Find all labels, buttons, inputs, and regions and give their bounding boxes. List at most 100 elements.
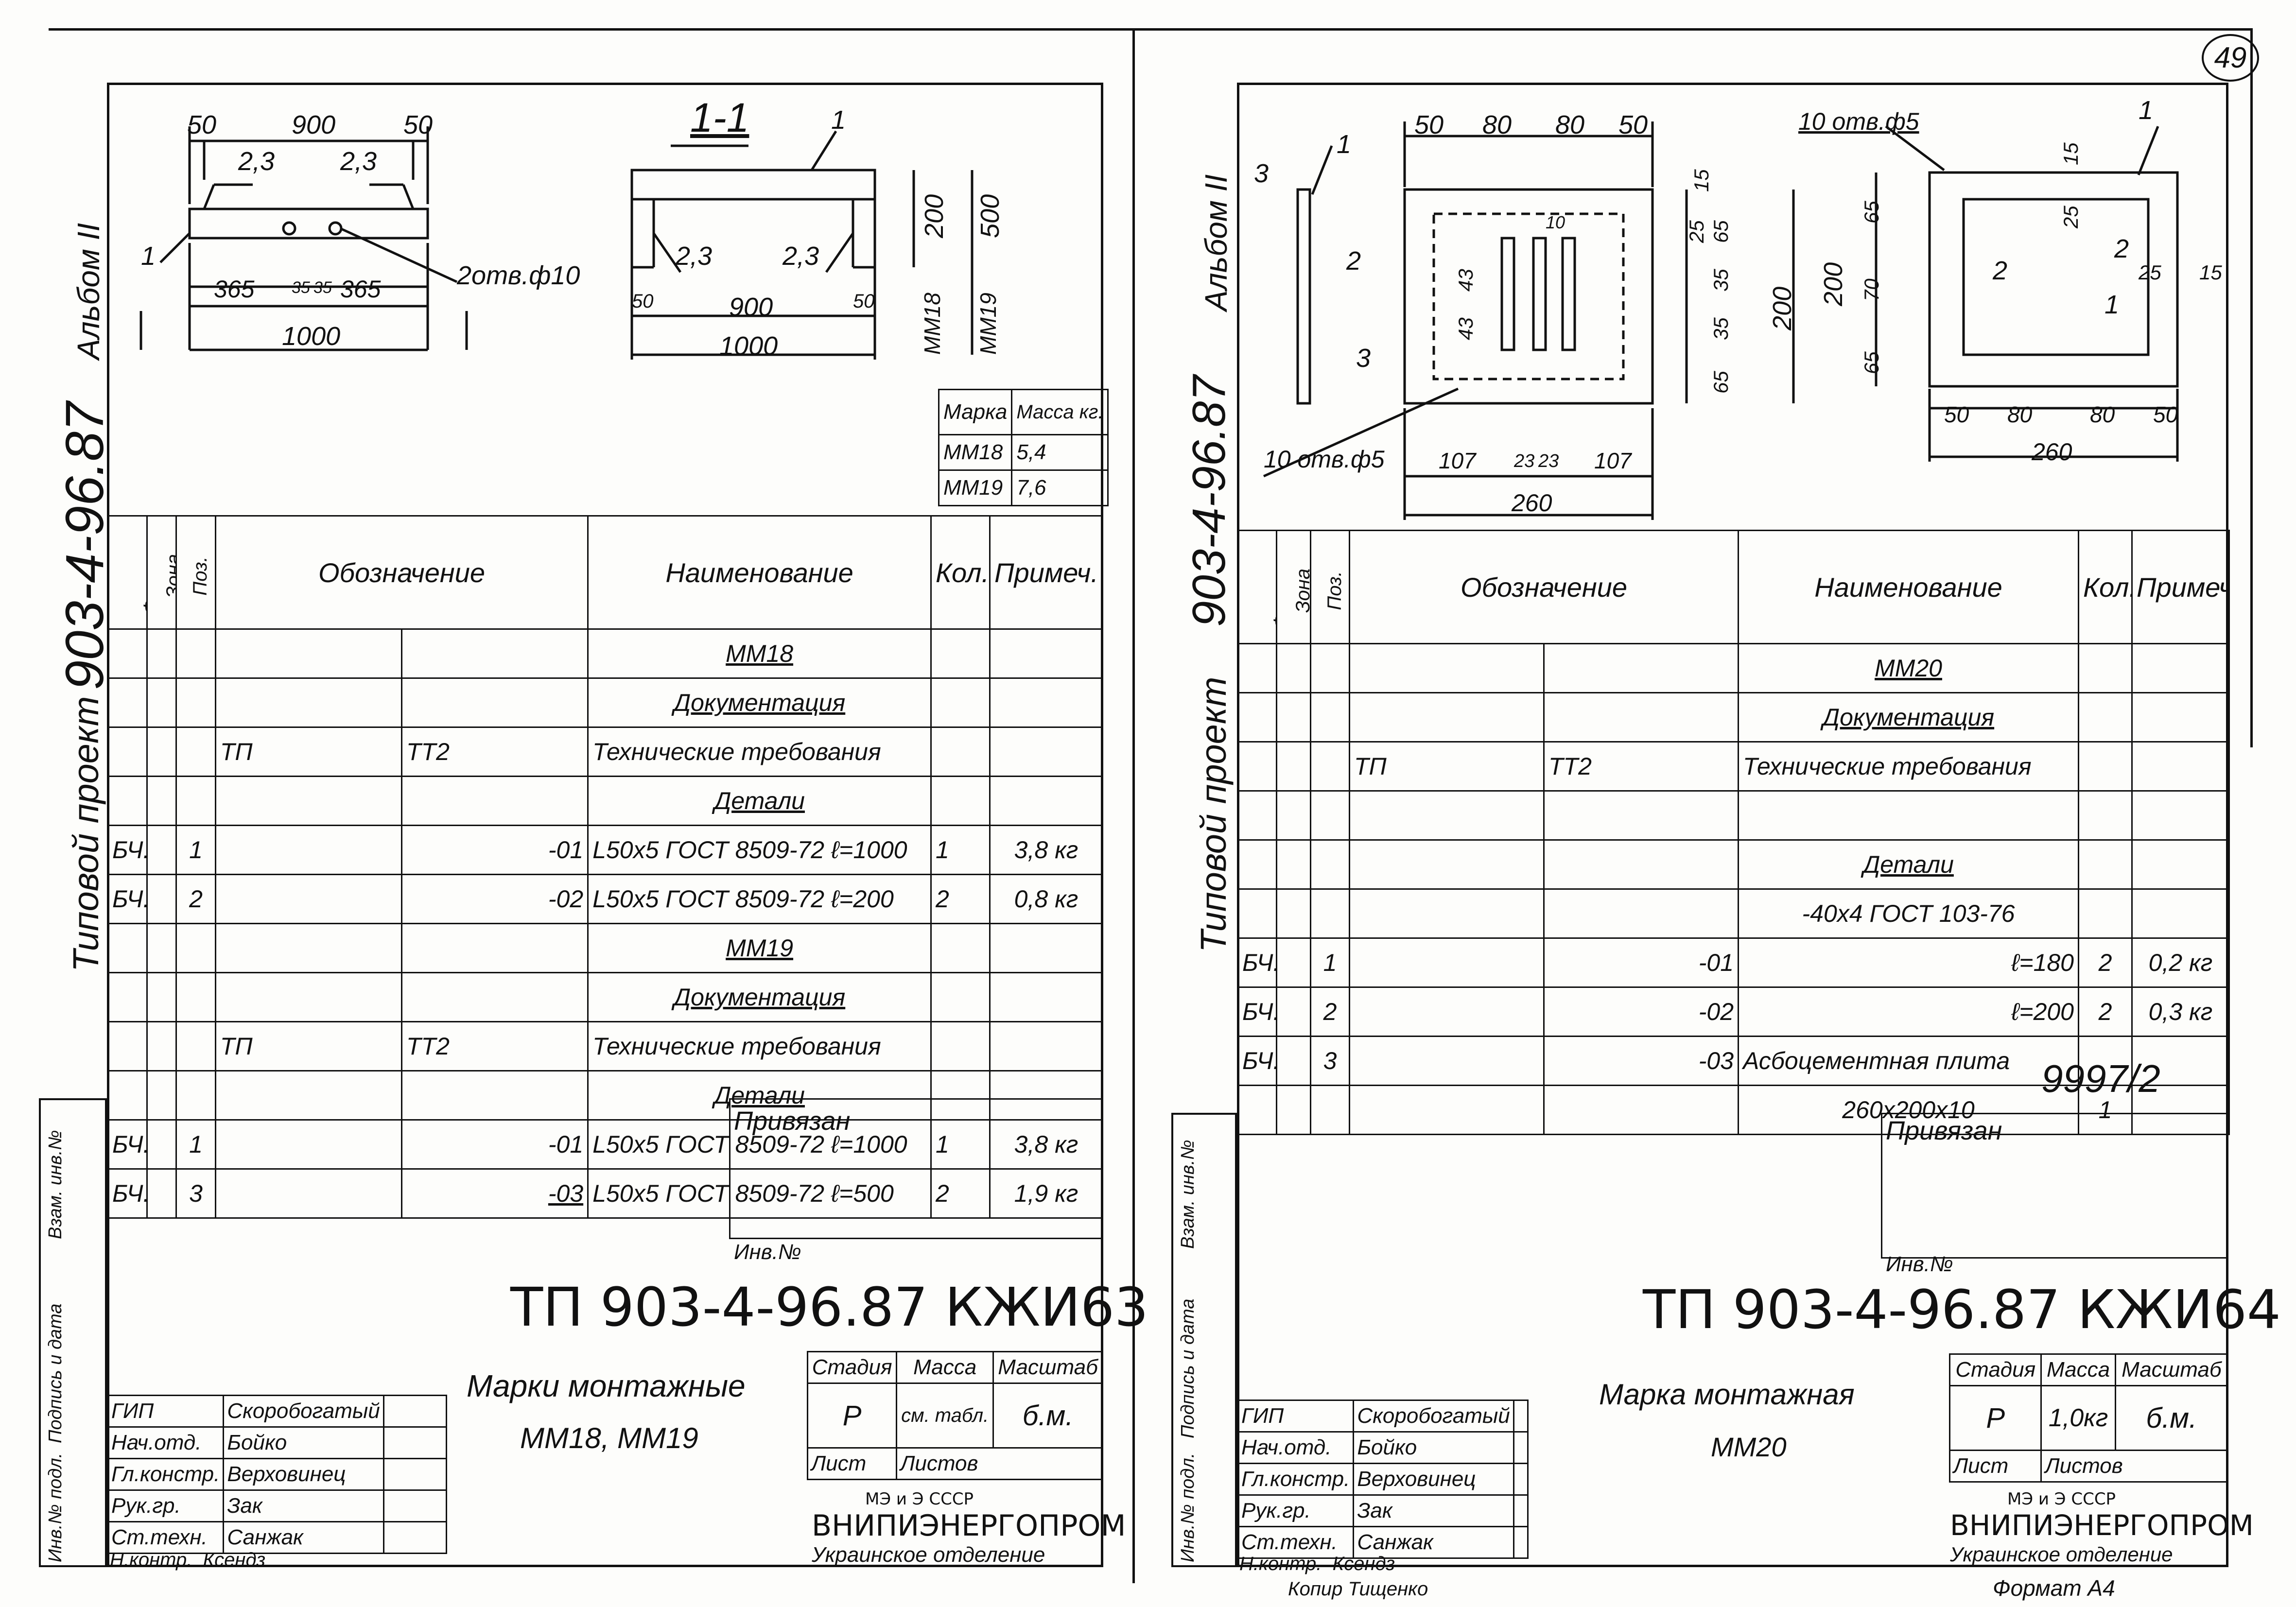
cell: [1349, 839, 1545, 890]
right-plan-left-3: 65: [1860, 351, 1883, 374]
cell: [1310, 643, 1350, 693]
left-org-name: ВНИПИЭНЕРГОПРОМ: [812, 1509, 1126, 1543]
cell: [989, 776, 1103, 826]
right-stamp-sign: Подпись и дата: [1178, 1298, 1198, 1438]
table-row: ММ19: [107, 923, 1103, 973]
cell: [175, 972, 216, 1022]
person: Зак: [1353, 1494, 1514, 1527]
cell: 1: [175, 1119, 216, 1170]
cell: [400, 1070, 589, 1121]
person: Скоробогатый: [1353, 1400, 1514, 1433]
left-people-last: Н.контр. Ксендз: [110, 1549, 266, 1571]
right-dim-right-5: 35: [1709, 317, 1732, 340]
cell: 0,2 кг: [2131, 937, 2230, 988]
scale-header: Масштаб: [2114, 1353, 2229, 1386]
sheets-header: Листов: [2040, 1450, 2228, 1483]
table-row: Гл.констр.Верховинец: [106, 1458, 448, 1491]
mass-value: 1,0кг: [2040, 1385, 2116, 1451]
left-dim-bottom-4: 365: [340, 276, 381, 303]
sheet-header: Лист: [806, 1447, 898, 1480]
cell: [1276, 888, 1311, 939]
cell: -02: [1543, 986, 1739, 1037]
cell: Технические требования: [587, 1021, 932, 1071]
cell: -01: [400, 825, 589, 875]
spec-header-zone: Зона: [1276, 530, 1311, 644]
cell: [214, 1119, 402, 1170]
cell: -03: [400, 1168, 589, 1219]
cell: ТТ2: [400, 726, 589, 777]
left-dim-top-2: 900: [292, 110, 336, 139]
spec-header-note: Примеч.: [989, 515, 1103, 630]
cell: [400, 972, 589, 1022]
cell: Детали: [587, 1070, 932, 1121]
cell: [1276, 839, 1311, 890]
cell: [930, 1070, 991, 1121]
cell: [146, 825, 177, 875]
right-plan-left-1: 65: [1860, 201, 1883, 224]
cell: [146, 776, 177, 826]
right-callout-1a: 1: [1337, 130, 1352, 159]
cell: [1349, 986, 1545, 1037]
left-section-dim-1: 50: [632, 291, 654, 312]
cell: [1310, 888, 1350, 939]
cell: 2: [930, 874, 991, 924]
right-dim-left-1: 43: [1454, 269, 1477, 292]
cell: 2: [2078, 937, 2133, 988]
cell: [1738, 790, 2079, 841]
cell: [2131, 741, 2230, 792]
table-row: Детали: [107, 1070, 1103, 1121]
cell: [146, 677, 177, 728]
right-stamp-vzam: Взам. инв.№: [1178, 1140, 1198, 1249]
cell: [989, 677, 1103, 728]
cell: Технические требования: [1738, 741, 2079, 792]
cell: [400, 628, 589, 679]
table-row: Документация: [1237, 692, 2230, 743]
right-org-top: МЭ и Э СССР: [2007, 1489, 2116, 1509]
right-plan-bottom-total: 260: [2032, 438, 2072, 466]
right-people-last: Н.контр. Ксендз: [1239, 1553, 1395, 1574]
role: Гл.констр.: [1236, 1463, 1355, 1496]
cell: [146, 1021, 177, 1071]
cell: 1,9 кг: [989, 1168, 1103, 1219]
person: Санжак: [223, 1521, 384, 1554]
cell: [146, 1070, 177, 1121]
cell: [989, 972, 1103, 1022]
cell: [107, 776, 148, 826]
cell: [1543, 888, 1739, 939]
stage-value: Р: [1948, 1385, 2042, 1451]
right-callout-3a: 3: [1254, 159, 1269, 188]
right-handwritten-note: 9997/2: [2041, 1057, 2160, 1100]
cell: [989, 923, 1103, 973]
table-row: Гл.констр.Верховинец: [1236, 1463, 1529, 1496]
cell: L50x5 ГОСТ 8509-72 ℓ=1000: [587, 825, 932, 875]
cell: Асбоцементная плита: [1738, 1036, 2079, 1086]
cell: [989, 1021, 1103, 1071]
spec-header-row: Формат Зона Поз. Обозначение Наименовани…: [1237, 530, 2230, 644]
right-plan-top-3: 25: [2139, 261, 2161, 284]
cell: [2078, 888, 2133, 939]
cell: [175, 776, 216, 826]
right-callout-1b: 1: [2139, 96, 2154, 125]
cell: [1276, 937, 1311, 988]
right-footer-note: Копир Тищенко: [1288, 1578, 1428, 1600]
cell: [1543, 643, 1739, 693]
cell: [930, 677, 991, 728]
cell: [214, 628, 402, 679]
cell: [1310, 1085, 1350, 1135]
scale-header: Масштаб: [992, 1351, 1103, 1384]
left-dim-bottom-3: 35: [313, 278, 332, 297]
cell: [1276, 790, 1311, 841]
right-callout-2a: 2: [1346, 246, 1361, 276]
left-weld-2: 2,3: [340, 147, 377, 176]
left-section-dim-3: 50: [853, 291, 875, 312]
right-format: Формат А4: [1993, 1575, 2115, 1601]
cell: [2131, 692, 2230, 743]
right-dim-bottom-4: 107: [1594, 448, 1632, 473]
cell: [1543, 1085, 1739, 1135]
